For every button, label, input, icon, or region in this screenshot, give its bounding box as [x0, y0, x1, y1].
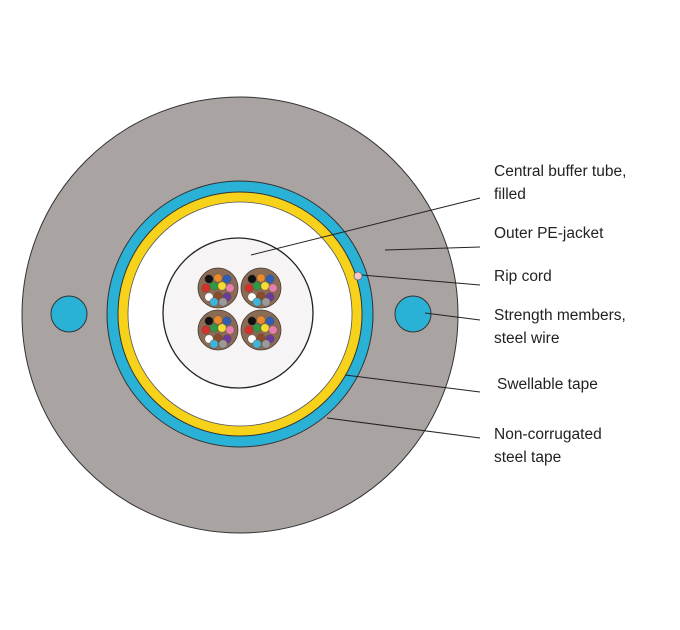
optical-fiber: [252, 339, 262, 349]
optical-fiber: [201, 325, 211, 335]
label-text: filled: [494, 186, 526, 203]
rip-cord: [353, 271, 363, 281]
optical-fiber: [217, 323, 227, 333]
optical-fiber: [209, 297, 219, 307]
optical-fiber: [260, 281, 270, 291]
optical-fiber: [225, 325, 235, 335]
optical-fiber: [268, 325, 278, 335]
optical-fiber: [244, 325, 254, 335]
optical-fiber: [209, 323, 219, 333]
optical-fiber: [247, 316, 257, 326]
leader-line-steel-tape: [326, 417, 481, 439]
label-rip-cord: Rip cord: [494, 265, 552, 288]
optical-fiber: [218, 297, 228, 307]
optical-fiber: [218, 339, 228, 349]
optical-fiber: [244, 283, 254, 293]
fiber-bundles: [197, 267, 282, 351]
optical-fiber: [261, 339, 271, 349]
leader-lines: [250, 197, 481, 439]
leader-line-rip-cord: [361, 274, 481, 286]
label-strength-members: Strength members, steel wire: [494, 304, 626, 350]
optical-fiber: [225, 283, 235, 293]
optical-fiber: [222, 316, 232, 326]
optical-fiber: [247, 274, 257, 284]
label-central-buffer-tube: Central buffer tube, filled: [494, 160, 626, 206]
label-text: Strength members,: [494, 307, 626, 324]
label-swellable-tape: Swellable tape: [497, 373, 598, 396]
label-text: Rip cord: [494, 268, 552, 285]
label-steel-tape: Non-corrugated steel tape: [494, 423, 602, 469]
optical-fiber: [252, 281, 262, 291]
optical-fiber: [256, 315, 266, 325]
leader-line-buffer-tube: [250, 197, 481, 256]
optical-fiber: [204, 316, 214, 326]
optical-fiber: [213, 273, 223, 283]
optical-fiber: [265, 274, 275, 284]
optical-fiber: [213, 315, 223, 325]
optical-fiber: [265, 316, 275, 326]
optical-fiber: [261, 297, 271, 307]
label-text: steel tape: [494, 449, 562, 466]
optical-fiber: [209, 339, 219, 349]
leader-line-strength-member: [424, 312, 481, 321]
label-text: Swellable tape: [497, 376, 598, 393]
optical-fiber: [222, 274, 232, 284]
optical-fiber: [260, 323, 270, 333]
optical-fiber: [256, 273, 266, 283]
optical-fiber: [209, 281, 219, 291]
optical-fiber: [252, 297, 262, 307]
label-outer-pe-jacket: Outer PE-jacket: [494, 222, 603, 245]
optical-fiber: [204, 274, 214, 284]
optical-fiber: [217, 281, 227, 291]
optical-fiber: [252, 323, 262, 333]
label-text: Central buffer tube,: [494, 163, 627, 180]
label-text: steel wire: [494, 330, 560, 347]
optical-fiber: [268, 283, 278, 293]
strength-member-left: [50, 295, 88, 333]
leader-line-swellable-tape: [344, 374, 481, 393]
label-text: Outer PE-jacket: [494, 225, 604, 242]
optical-fiber: [201, 283, 211, 293]
leader-line-jacket: [384, 246, 481, 251]
strength-member-right: [394, 295, 432, 333]
central-buffer-tube: [162, 237, 314, 389]
label-text: Non-corrugated: [494, 426, 602, 443]
